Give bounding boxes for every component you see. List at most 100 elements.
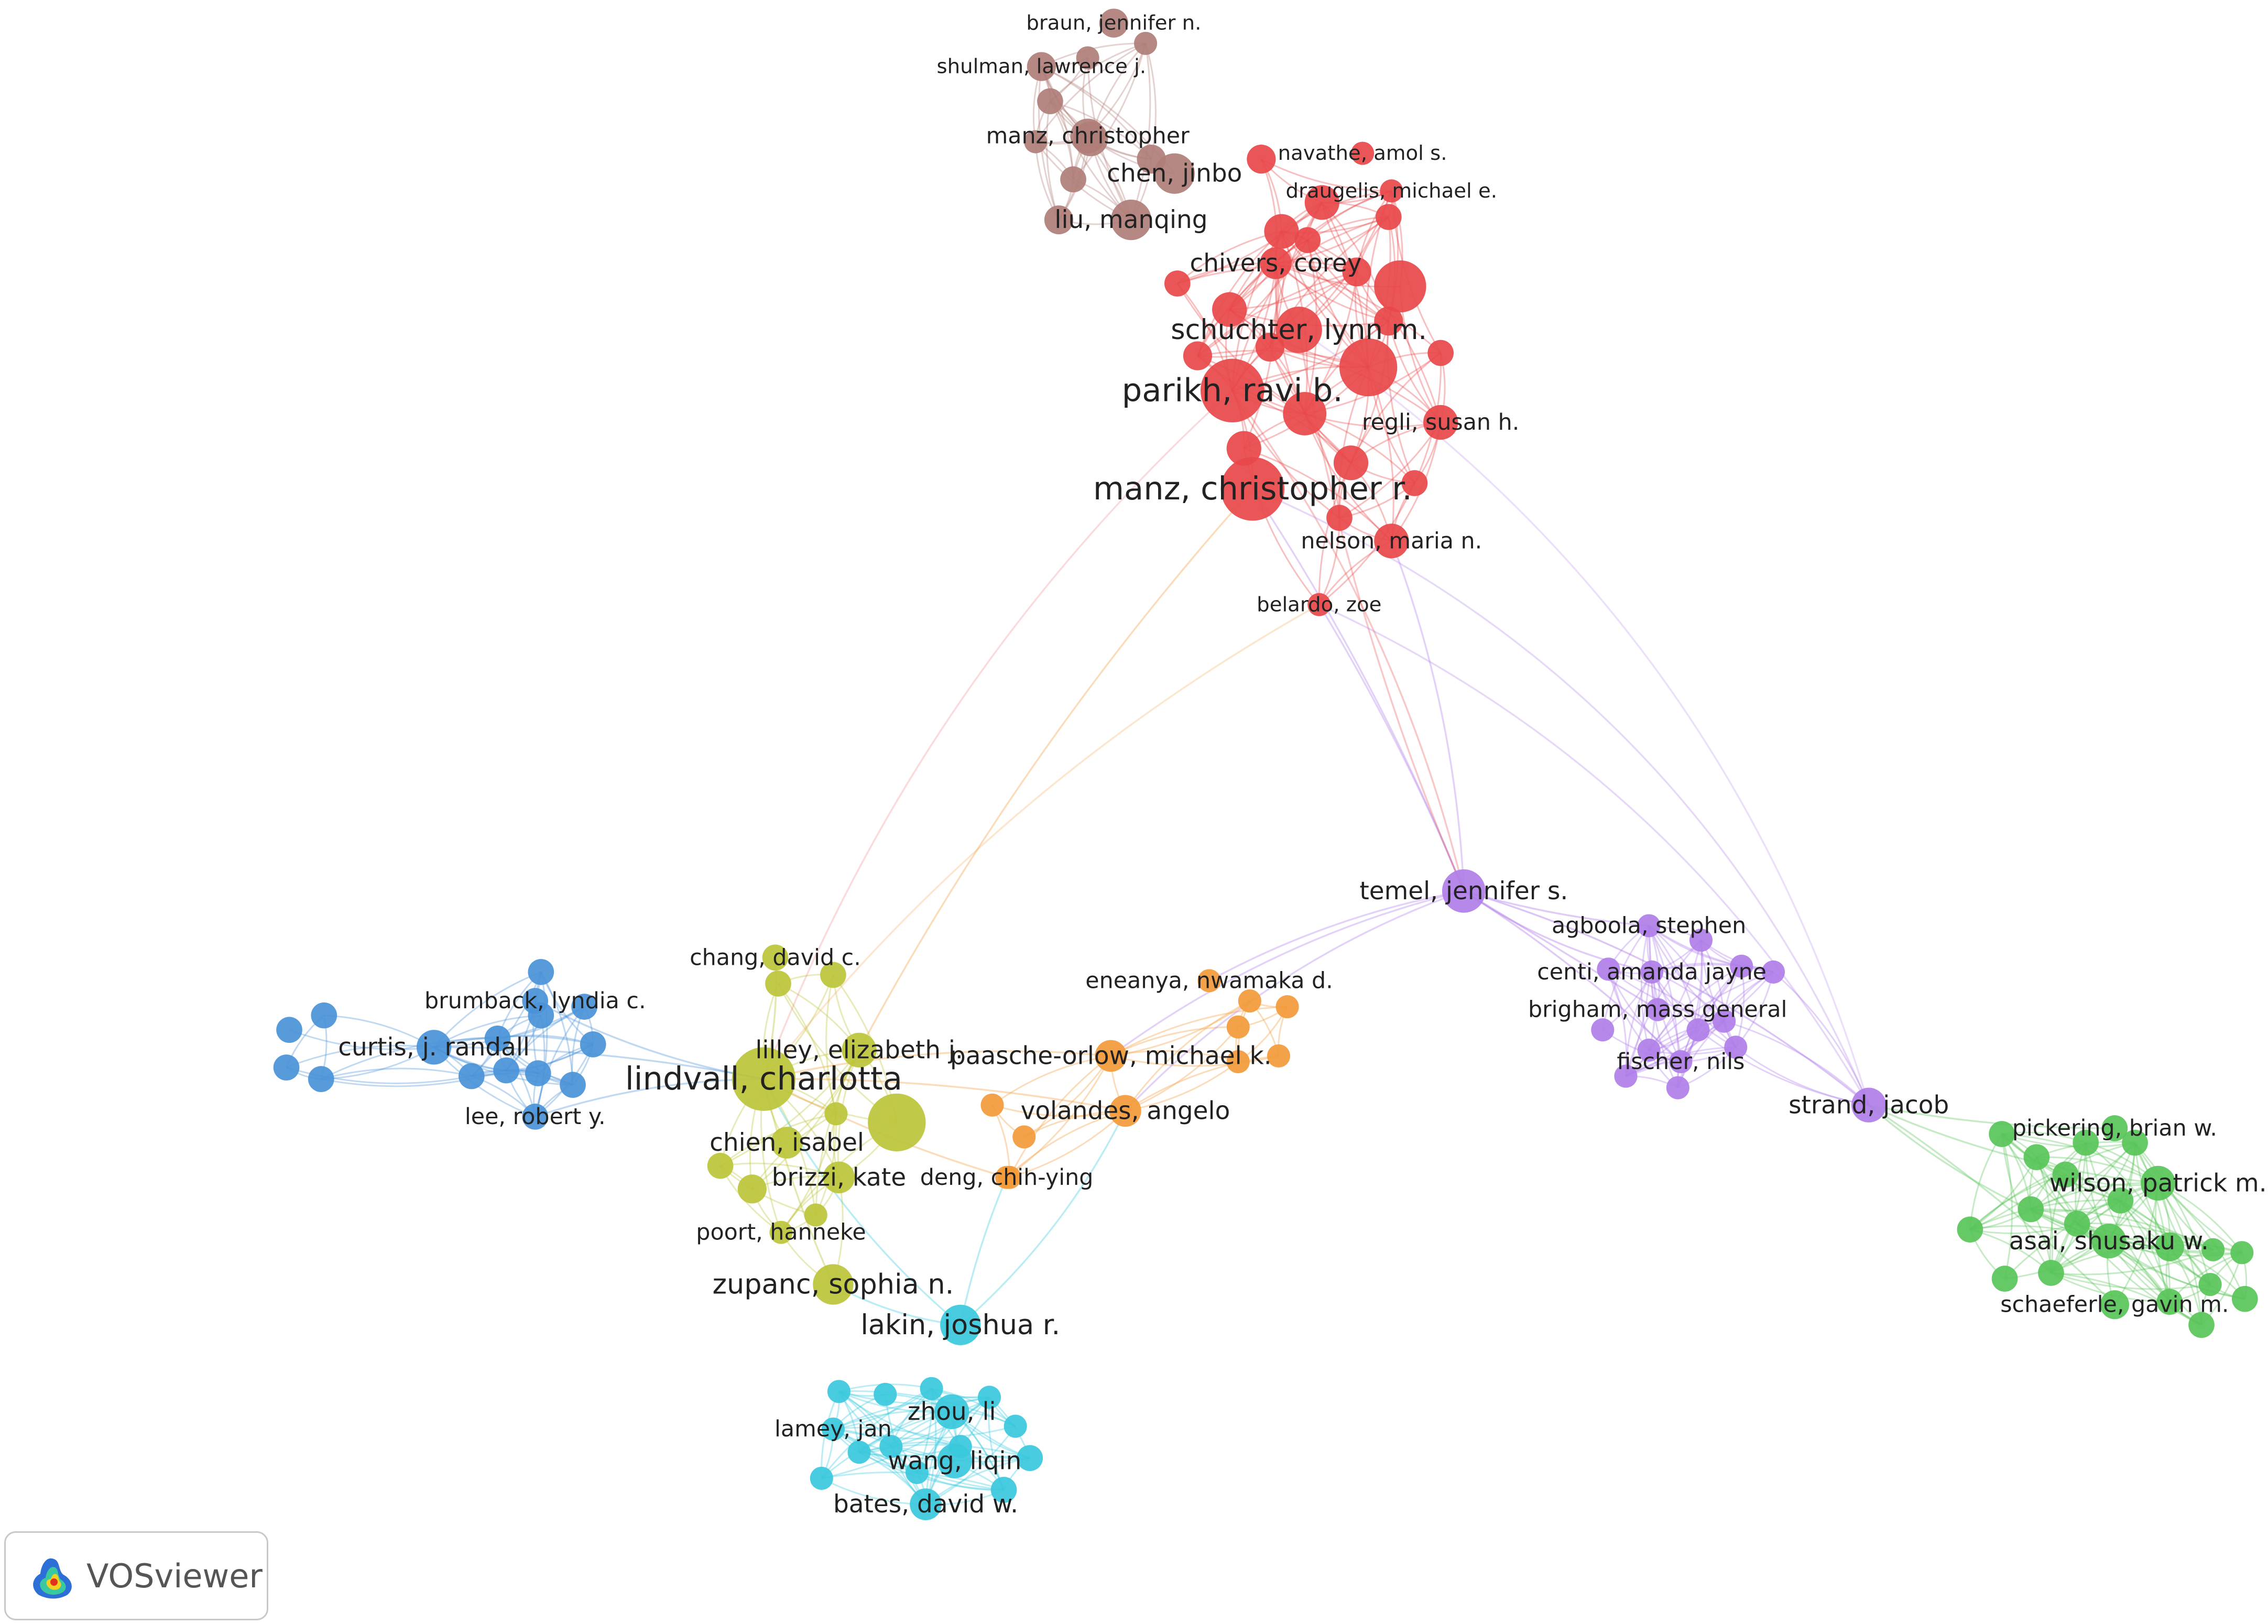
node-cyan[interactable] <box>920 1377 943 1400</box>
node-red[interactable] <box>1333 445 1369 481</box>
node-red[interactable] <box>1264 214 1299 249</box>
author-label[interactable]: eneanya, nwamaka d. <box>1085 967 1333 994</box>
node-green[interactable] <box>2038 1260 2064 1286</box>
author-label[interactable]: deng, chih-ying <box>920 1164 1094 1191</box>
author-label[interactable]: parikh, ravi b. <box>1122 372 1343 409</box>
node-green[interactable] <box>2122 1129 2148 1156</box>
node-red[interactable] <box>1375 204 1402 230</box>
node-green[interactable] <box>2052 1161 2079 1188</box>
node-orange[interactable] <box>1267 1044 1291 1068</box>
node-red[interactable] <box>1374 307 1403 336</box>
node-purple[interactable] <box>1686 1018 1710 1042</box>
node-brown[interactable] <box>1134 31 1158 55</box>
author-node-yellow[interactable] <box>842 1032 877 1068</box>
author-label[interactable]: manz, christopher r. <box>1093 471 1412 507</box>
author-node-cyan[interactable] <box>934 1394 969 1430</box>
author-node-green[interactable] <box>2141 1165 2176 1201</box>
author-node-green[interactable] <box>2091 1224 2127 1259</box>
author-node-green[interactable] <box>2101 1115 2128 1141</box>
node-orange[interactable] <box>1226 1015 1250 1039</box>
node-green[interactable] <box>1957 1216 1983 1243</box>
author-label[interactable]: lilley, elizabeth j. <box>755 1036 963 1064</box>
node-blue[interactable] <box>560 1072 586 1098</box>
node-cyan[interactable] <box>948 1435 972 1458</box>
node-yellow[interactable] <box>868 1093 926 1152</box>
node-orange[interactable] <box>1238 989 1261 1013</box>
author-label[interactable]: volandes, angelo <box>1021 1096 1230 1125</box>
author-label[interactable]: lindvall, charlotta <box>625 1061 902 1097</box>
author-label[interactable]: schaeferle, gavin m. <box>2000 1292 2229 1318</box>
node-red[interactable] <box>1183 341 1213 370</box>
author-label[interactable]: chang, david c. <box>690 944 861 971</box>
node-purple[interactable] <box>1614 1064 1638 1088</box>
author-label[interactable]: manz, christopher <box>986 123 1190 149</box>
node-green[interactable] <box>2188 1312 2215 1338</box>
node-blue[interactable] <box>273 1054 300 1081</box>
node-red[interactable] <box>1401 470 1428 496</box>
node-blue[interactable] <box>308 1066 334 1092</box>
node-red[interactable] <box>1283 392 1327 435</box>
author-node-brown[interactable] <box>1110 199 1152 241</box>
author-node-brown[interactable] <box>1027 52 1056 81</box>
author-label[interactable]: temel, jennifer s. <box>1359 877 1568 906</box>
node-brown[interactable] <box>1024 130 1048 154</box>
author-label[interactable]: chivers, corey <box>1190 249 1361 278</box>
node-blue[interactable] <box>484 1025 511 1052</box>
author-node-purple[interactable] <box>1637 914 1661 938</box>
author-node-blue[interactable] <box>416 1030 452 1065</box>
node-brown[interactable] <box>1037 88 1063 115</box>
node-purple[interactable] <box>1761 960 1785 984</box>
author-label[interactable]: centi, amanda jayne <box>1537 959 1767 985</box>
author-label[interactable]: bates, david w. <box>833 1490 1018 1519</box>
author-node-yellow[interactable] <box>813 1264 854 1305</box>
node-orange[interactable] <box>980 1093 1004 1117</box>
author-label[interactable]: shulman, lawrence j. <box>936 55 1146 78</box>
author-label[interactable]: asai, shusaku w. <box>2009 1227 2209 1256</box>
author-node-purple[interactable] <box>1669 1050 1693 1074</box>
node-red[interactable] <box>1226 431 1261 466</box>
node-blue[interactable] <box>528 1002 554 1029</box>
author-label[interactable]: poort, hanneke <box>696 1219 866 1246</box>
node-green[interactable] <box>1991 1266 2018 1292</box>
node-cyan[interactable] <box>1017 1445 1043 1472</box>
author-label[interactable]: paasche-orlow, michael k. <box>950 1041 1272 1070</box>
author-node-red[interactable] <box>1351 141 1375 165</box>
author-label[interactable]: brizzi, kate <box>772 1163 907 1192</box>
node-purple[interactable] <box>1713 1009 1736 1033</box>
node-green[interactable] <box>2023 1144 2050 1171</box>
author-label[interactable]: braun, jennifer n. <box>1026 12 1201 35</box>
node-blue[interactable] <box>458 1063 485 1089</box>
node-green[interactable] <box>1989 1121 2015 1147</box>
author-node-green[interactable] <box>2100 1290 2130 1320</box>
node-yellow[interactable] <box>820 962 846 988</box>
node-blue[interactable] <box>571 994 597 1020</box>
author-node-red[interactable] <box>1374 524 1409 559</box>
node-cyan[interactable] <box>879 1435 903 1458</box>
node-green[interactable] <box>2201 1238 2225 1261</box>
node-green[interactable] <box>2064 1211 2090 1237</box>
author-label[interactable]: liu, manqing <box>1054 205 1207 234</box>
author-node-cyan[interactable] <box>821 1418 845 1441</box>
author-node-yellow[interactable] <box>732 1047 796 1111</box>
author-node-red[interactable] <box>1275 307 1322 353</box>
node-brown[interactable] <box>1073 121 1108 157</box>
author-node-red[interactable] <box>1260 247 1292 279</box>
author-node-blue[interactable] <box>522 1104 549 1130</box>
node-green[interactable] <box>2198 1272 2222 1296</box>
node-cyan[interactable] <box>1004 1414 1027 1438</box>
node-purple[interactable] <box>1597 957 1620 981</box>
author-node-cyan[interactable] <box>940 1304 981 1345</box>
author-node-yellow[interactable] <box>769 1220 793 1244</box>
node-red[interactable] <box>1164 270 1191 297</box>
node-yellow[interactable] <box>707 1152 734 1179</box>
author-label[interactable]: strand, jacob <box>1789 1091 1949 1119</box>
node-red[interactable] <box>1294 227 1321 254</box>
author-label[interactable]: regli, susan h. <box>1362 409 1519 435</box>
author-label[interactable]: belardo, zoe <box>1257 593 1381 616</box>
node-brown[interactable] <box>1044 205 1074 235</box>
node-blue[interactable] <box>528 959 554 985</box>
node-green[interactable] <box>2018 1196 2044 1223</box>
node-cyan[interactable] <box>990 1477 1017 1503</box>
author-label[interactable]: chen, jinbo <box>1107 159 1242 188</box>
author-label[interactable]: brumback, lyndia c. <box>424 988 646 1014</box>
